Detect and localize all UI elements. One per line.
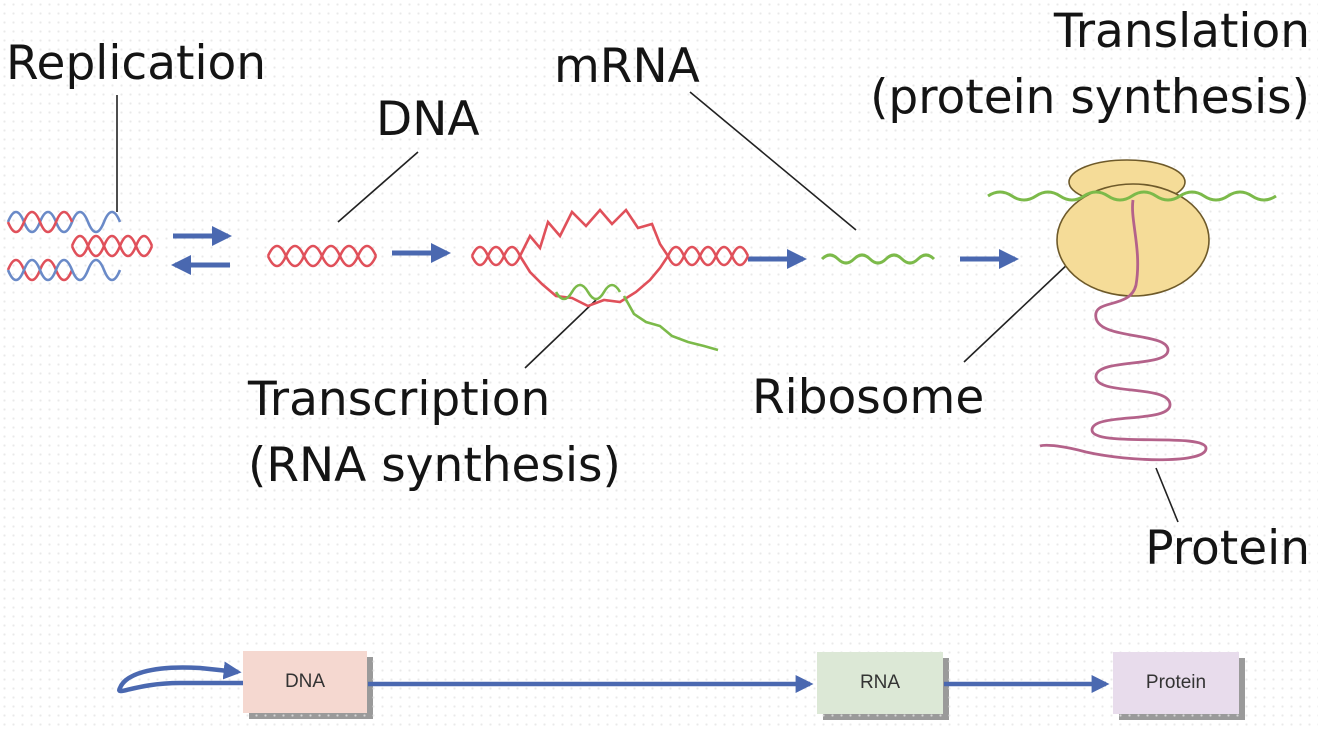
nascent-rna-tail: [622, 295, 719, 352]
dna-strand-b: [266, 244, 378, 268]
dna-leader: [337, 151, 419, 223]
translation-sublabel: (protein synthesis): [870, 70, 1310, 125]
central-dogma-flow: [117, 661, 1110, 694]
dna-box-label: DNA: [284, 671, 326, 692]
transcription-leader: [524, 299, 597, 369]
mrna-leader: [689, 91, 857, 231]
mrna-label: mRNA: [554, 39, 700, 94]
parent-helix-a: [70, 234, 154, 258]
rna-box-label: RNA: [859, 672, 901, 693]
leader-lines: [116, 91, 1179, 523]
nascent-rna-hybrid: [554, 283, 622, 301]
polypeptide-chain: [1039, 199, 1208, 462]
bubble-left-helix-a: [470, 245, 522, 267]
replication-label: Replication: [6, 36, 267, 91]
daughter-helix-top-a: [6, 210, 122, 234]
parent-helix-b: [70, 234, 154, 258]
dna-helix: [266, 244, 378, 268]
rna-box: RNA: [817, 652, 949, 720]
template-strand-top: [518, 207, 670, 257]
transcription-sublabel: (RNA synthesis): [248, 438, 621, 493]
ribosome-large-subunit: [1056, 183, 1210, 297]
translation-label: Translation: [1053, 4, 1310, 59]
transcription-bubble: [470, 207, 750, 352]
ribosome: [987, 159, 1277, 462]
bubble-left-helix-b: [470, 245, 522, 267]
daughter-helix-top-b: [6, 210, 74, 234]
replication-loop-arrow: [117, 661, 243, 694]
transcription-label: Transcription: [248, 372, 551, 427]
mrna-strand: [820, 253, 936, 265]
bubble-right-helix-a: [666, 245, 750, 267]
protein-box-label: Protein: [1145, 672, 1207, 693]
ribosome-leader: [963, 261, 1071, 363]
dna-label: DNA: [376, 92, 480, 147]
flow-arrows: [171, 226, 1019, 275]
daughter-helix-bottom-b: [6, 258, 122, 282]
protein-label: Protein: [1145, 521, 1310, 576]
template-strand-bottom: [518, 255, 670, 308]
protein-leader: [1155, 467, 1179, 523]
bubble-right-helix-b: [666, 245, 750, 267]
dna-box: DNA: [243, 651, 373, 719]
replication-helices: [6, 210, 154, 282]
ribosome-label: Ribosome: [752, 370, 985, 425]
protein-box: Protein: [1113, 652, 1245, 720]
mrna-on-ribosome: [987, 190, 1277, 202]
